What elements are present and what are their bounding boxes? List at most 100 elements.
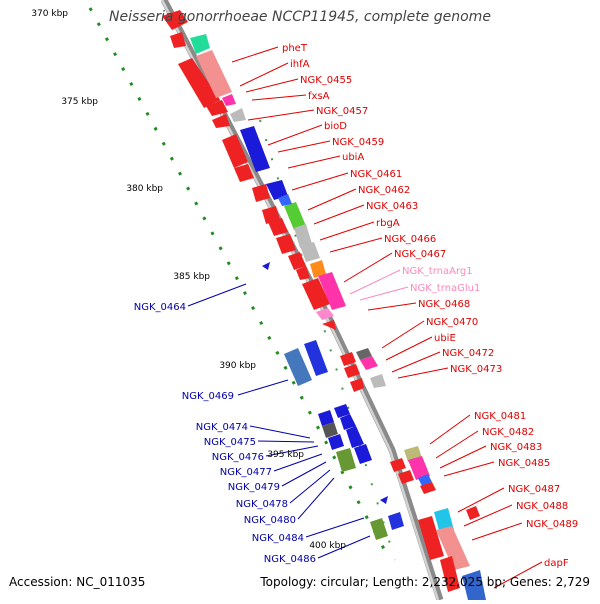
gene-block: [462, 570, 486, 600]
gene-label: NGK_0464: [134, 302, 186, 313]
gene-label: NGK_0476: [212, 452, 264, 463]
gene-label: NGK_0485: [498, 458, 550, 469]
gene-block: [466, 506, 480, 520]
gene-block: [178, 58, 220, 108]
accession-text: Accession: NC_011035: [9, 575, 146, 589]
tick-label: 370 kbp: [31, 9, 68, 19]
gene-block: [262, 206, 280, 224]
gc-content-track: [88, 7, 396, 561]
gene-label: NGK_0461: [350, 169, 402, 180]
gene-label: NGK_0481: [474, 411, 526, 422]
reverse-gene-labels: NGK_0464NGK_0469NGK_0474NGK_0475NGK_0476…: [134, 302, 316, 565]
gene-block: [276, 234, 296, 254]
gene-block: [390, 458, 406, 472]
gene-label: NGK_0474: [196, 422, 248, 433]
gene-block: [212, 114, 230, 128]
gene-label: NGK_0459: [332, 137, 384, 148]
gene-block: [388, 512, 404, 530]
gene-block: [440, 556, 460, 592]
gene-label: NGK_0472: [442, 348, 494, 359]
summary-text: Topology: circular; Length: 2,232,025 bp…: [260, 575, 590, 589]
gene-label: ubiA: [342, 152, 364, 163]
gene-block: [322, 422, 338, 438]
gene-block: [262, 262, 270, 270]
gene-label: NGK_0457: [316, 106, 368, 117]
tick-label: 380 kbp: [126, 184, 163, 194]
gene-label: NGK_0489: [526, 519, 578, 530]
gene-block: [356, 348, 372, 360]
gene-label: NGK_0483: [490, 442, 542, 453]
gene-block: [252, 184, 270, 202]
gene-label: NGK_0486: [264, 554, 316, 565]
tick-label: 375 kbp: [61, 97, 98, 107]
gene-block: [408, 456, 430, 480]
gene-block: [268, 218, 288, 236]
gene-block: [436, 526, 470, 570]
gene-block: [370, 374, 386, 388]
gene-label: NGK_0466: [384, 234, 436, 245]
map-title: Neisseria gonorrhoeae NCCP11945, complet…: [109, 9, 491, 25]
gene-label: ihfA: [290, 59, 310, 70]
gene-block: [336, 448, 356, 472]
gene-block: [418, 516, 444, 560]
rna-gene-label: NGK_trnaArg1: [402, 266, 473, 277]
gene-block: [230, 108, 246, 122]
gene-label: NGK_0467: [394, 249, 446, 260]
gene-block: [328, 434, 344, 450]
gene-block: [206, 100, 228, 116]
gene-block: [318, 410, 334, 426]
gene-label: bioD: [324, 121, 347, 132]
gene-block: [266, 180, 288, 200]
gene-block: [170, 32, 186, 48]
gene-block: [346, 426, 364, 448]
gene-block: [344, 364, 360, 378]
gene-block: [350, 378, 364, 392]
gene-block: [190, 34, 210, 54]
gene-label: NGK_0470: [426, 317, 478, 328]
rna-gene-label: NGK_trnaGlu1: [410, 283, 480, 294]
gene-label: NGK_0484: [252, 533, 304, 544]
gene-label: ubiE: [434, 333, 456, 344]
gene-label: NGK_0463: [366, 201, 418, 212]
gene-block: [300, 242, 320, 262]
forward-gene-labels: pheTihfANGK_0455fxsANGK_0457bioDNGK_0459…: [282, 43, 578, 569]
tick-label: 385 kbp: [173, 272, 210, 282]
gene-label: NGK_0482: [482, 427, 534, 438]
gene-block: [288, 252, 306, 270]
tick-label: 400 kbp: [309, 541, 346, 551]
reverse-strand-genes: [262, 262, 404, 540]
gene-block: [222, 134, 248, 168]
gene-label: NGK_0462: [358, 185, 410, 196]
gene-block: [278, 194, 292, 206]
gene-label: NGK_0468: [418, 299, 470, 310]
gene-label: NGK_0469: [182, 391, 234, 402]
gene-block: [304, 340, 328, 376]
gene-block: [322, 320, 336, 330]
gene-block: [284, 202, 306, 230]
gene-block: [196, 50, 232, 98]
gene-block: [360, 356, 378, 370]
gene-block: [334, 404, 350, 418]
gene-label: NGK_0480: [244, 515, 296, 526]
gene-block: [284, 348, 312, 386]
gene-block: [222, 94, 236, 106]
gene-label: NGK_0487: [508, 484, 560, 495]
gene-block: [420, 482, 436, 494]
gene-block: [310, 260, 326, 278]
gene-label: NGK_0473: [450, 364, 502, 375]
gene-block: [296, 266, 310, 280]
forward-strand-genes: [162, 10, 486, 600]
gene-block: [398, 470, 414, 484]
gene-block: [354, 444, 372, 464]
gene-label: dapF: [544, 558, 569, 569]
gene-block: [294, 224, 312, 248]
gene-label: NGK_0455: [300, 75, 352, 86]
gene-block: [316, 308, 334, 320]
gene-block: [318, 272, 346, 310]
gene-label: NGK_0479: [228, 482, 280, 493]
gene-block: [234, 164, 254, 182]
